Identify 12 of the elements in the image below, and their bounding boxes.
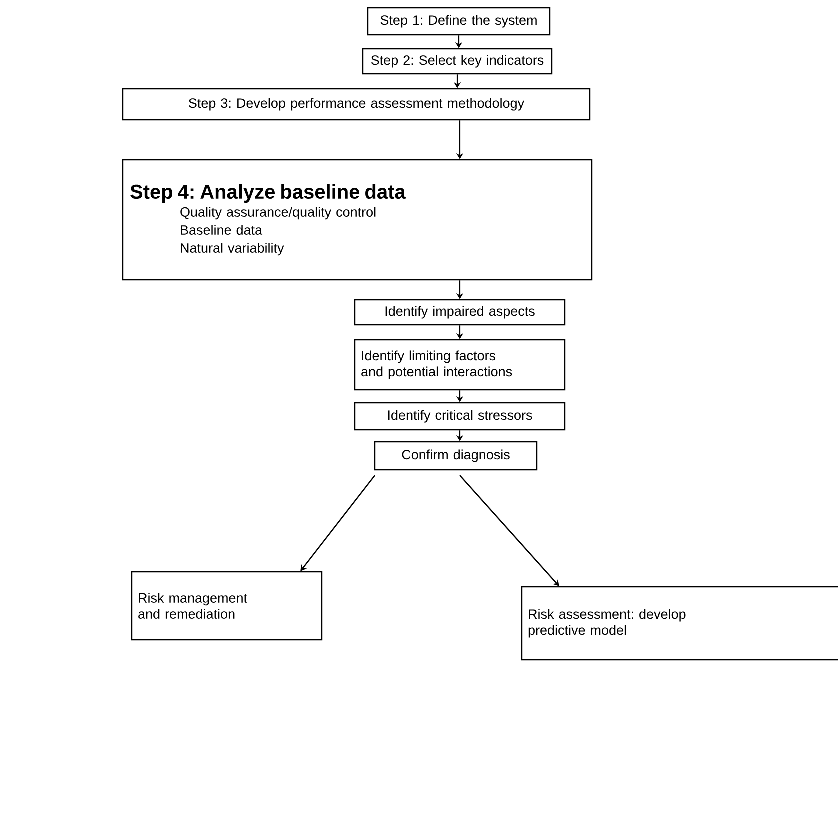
arrow bbox=[300, 475, 376, 572]
process-box: Identify limiting factors and potential interactions bbox=[354, 339, 566, 391]
process-box: Identify critical stressors bbox=[354, 402, 566, 431]
process-box: Confirm diagnosis bbox=[374, 441, 538, 471]
arrow bbox=[460, 475, 560, 586]
process-box: Risk management and remediation bbox=[131, 571, 323, 641]
process-box: Identify impaired aspects bbox=[354, 299, 566, 326]
process-box: Step 4: Analyze baseline data Quality assurance/quality control Baseline data Natural variability bbox=[122, 159, 593, 281]
process-box: Risk assessment: develop predictive model bbox=[521, 586, 838, 661]
process-box: Step 1: Define the system bbox=[367, 7, 551, 36]
process-box: Step 2: Select key indicators bbox=[362, 48, 553, 75]
process-box: Step 3: Develop performance assessment methodology bbox=[122, 88, 591, 121]
